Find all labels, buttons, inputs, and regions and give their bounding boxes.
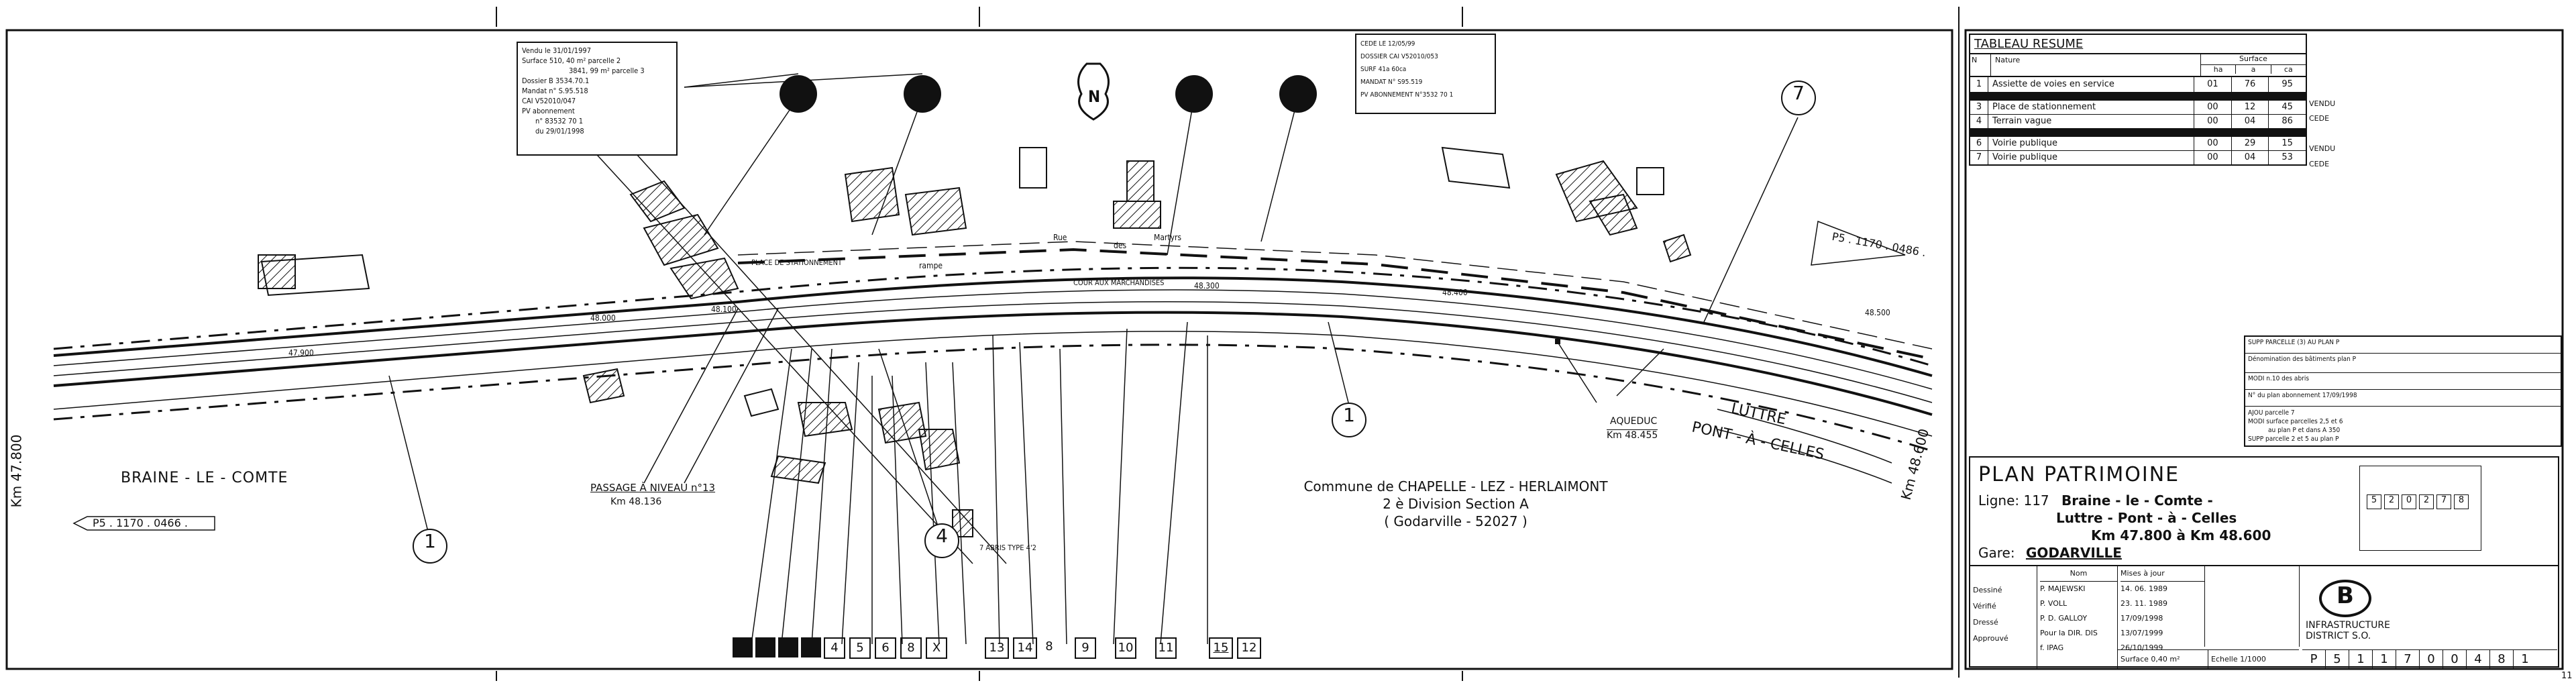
legend-box: 10 — [1115, 637, 1136, 659]
col-a: a — [2236, 65, 2271, 74]
circle-marker-1-center: 1 — [1332, 403, 1366, 437]
label-martyrs: Martyrs — [1154, 233, 1181, 242]
status-note: VENDU — [2309, 99, 2336, 108]
circle-marker-4: 4 — [924, 523, 959, 558]
ligne-2: Luttre - Pont - à - Celles — [2056, 510, 2237, 526]
col-ha: ha — [2201, 65, 2237, 74]
aqueduc-marker — [1555, 339, 1560, 344]
ligne-3: Km 47.800 à Km 48.600 — [2091, 527, 2271, 543]
col-n: N — [1970, 54, 1991, 76]
surface-label: Surface 0,40 m² — [2118, 650, 2208, 669]
legend-box: 8 — [900, 637, 922, 659]
label-des: des — [1114, 241, 1127, 250]
buildings — [258, 160, 1692, 537]
col-nature: Nature — [1991, 54, 2201, 76]
title-block: PLAN PATRIMOINE Ligne: 117 Braine - le -… — [1969, 456, 2559, 669]
legend-leaders — [751, 321, 1208, 645]
role-verifie: Vérifié — [1973, 602, 1996, 611]
km-48100: 48.100 — [711, 305, 737, 314]
infra-line-2: DISTRICT S.O. — [2306, 631, 2371, 641]
role-dresse: Dressé — [1973, 618, 1998, 627]
ref-left: P5 . 1170 . 0466 . — [93, 517, 188, 529]
label-aqueduc: AQUEDUC — [1610, 416, 1658, 427]
legend-box: 5 — [849, 637, 871, 659]
north-arrow-icon — [1077, 62, 1110, 121]
label-rampe: rampe — [919, 261, 943, 270]
km-48300: 48.300 — [1194, 281, 1220, 291]
role-approuve: Approuvé — [1973, 634, 2008, 643]
revision-notes: SUPP PARCELLE (3) AU PLAN P Dénomination… — [2244, 335, 2562, 447]
label-aqueduc-km: Km 48.455 — [1607, 429, 1658, 441]
label-abris: 7 ABRIS TYPE 4'2 — [979, 543, 1036, 552]
sncb-logo-icon: B — [2319, 580, 2371, 617]
ligne-1: Braine - le - Comte - — [2061, 492, 2213, 509]
legend-box: 8 — [1045, 639, 1053, 653]
summary-title: TABLEAU RESUME — [1970, 35, 2306, 54]
km-48500: 48.500 — [1865, 308, 1890, 317]
status-note: VENDU — [2309, 144, 2336, 153]
infra-line-1: INFRASTRUCTURE — [2306, 620, 2390, 631]
km-47900: 47.900 — [288, 348, 314, 358]
table-row: 4 Terrain vague 00 04 86 — [1970, 115, 2306, 129]
status-note: CEDE — [2309, 160, 2330, 168]
names-head: Nom — [2040, 566, 2117, 582]
legend-box: X — [926, 637, 947, 659]
legend-box: 13 — [985, 637, 1009, 659]
outline-buildings — [260, 146, 1664, 417]
circle-marker-7: 7 — [1781, 81, 1816, 115]
col-surface: Surface — [2201, 54, 2306, 65]
col-ca: ca — [2284, 65, 2293, 74]
railway-tracks — [53, 241, 1933, 452]
legend-box: 6 — [875, 637, 896, 659]
gare-label: Gare: — [1978, 545, 2015, 561]
label-km-left: Km 47.800 — [8, 434, 25, 508]
echelle-label: Echelle 1/1000 — [2211, 655, 2266, 664]
dates-head: Mises à jour — [2121, 566, 2204, 582]
ligne-label: Ligne: 117 — [1978, 492, 2049, 509]
circle-marker-1-left: 1 — [413, 529, 447, 564]
parcel-markers-filled — [780, 75, 1317, 113]
label-passage-km: Km 48.136 — [610, 496, 662, 507]
page-number: 11 — [2561, 671, 2573, 681]
label-rue: Rue — [1053, 233, 1067, 242]
table-row: 1 Assiette de voies en service 01 76 95 — [1970, 77, 2306, 93]
role-dessine: Dessiné — [1973, 586, 2002, 594]
title-block-heading: PLAN PATRIMOINE — [1978, 463, 2180, 486]
summary-table: TABLEAU RESUME N Nature Surface ha a ca … — [1969, 34, 2307, 166]
legend-box: 14 — [1013, 637, 1037, 659]
legend-solid-blocks — [733, 637, 821, 657]
note-vendu: Vendu le 31/01/1997 Surface 510, 40 m² p… — [517, 42, 678, 156]
sheet-frame — [5, 29, 1953, 670]
label-place: PLACE DE STATIONNEMENT — [751, 258, 843, 267]
legend-boxes: 4 5 6 8 X 13 14 8 9 10 11 15 12 — [824, 637, 1261, 659]
label-cour: COUR AUX MARCHANDISES — [1073, 278, 1164, 287]
note-cede: CEDE LE 12/05/99 DOSSIER CAI V52010/053 … — [1355, 34, 1496, 114]
km-48000: 48.000 — [590, 313, 616, 323]
ref-number: P 5 1 1 7 0 0 4 8 1 — [2302, 649, 2557, 669]
legend-box: 12 — [1237, 637, 1261, 659]
table-row: 6 Voirie publique 00 29 15 — [1970, 137, 2306, 151]
north-label: N — [1088, 87, 1100, 106]
parcel-leaders — [388, 73, 1799, 537]
km-48400: 48.400 — [1442, 288, 1468, 297]
label-passage: PASSAGE À NIVEAU n°13 — [590, 482, 716, 494]
commune-block: Commune de CHAPELLE - LEZ - HERLAIMONT 2… — [1303, 478, 1608, 529]
code-grid: 5 2 0 2 7 8 — [2359, 466, 2481, 551]
legend-box: 4 — [824, 637, 845, 659]
table-row: 7 Voirie publique 00 04 53 — [1970, 151, 2306, 164]
status-note: CEDE — [2309, 114, 2330, 123]
legend-box: 15 — [1209, 637, 1233, 659]
gare-name: GODARVILLE — [2025, 545, 2122, 561]
table-row: 3 Place de stationnement 00 12 45 — [1970, 101, 2306, 115]
label-braine: BRAINE - LE - COMTE — [121, 470, 288, 486]
legend-box: 9 — [1075, 637, 1096, 659]
summary-frame — [1964, 29, 2564, 670]
legend-box: 11 — [1155, 637, 1177, 659]
